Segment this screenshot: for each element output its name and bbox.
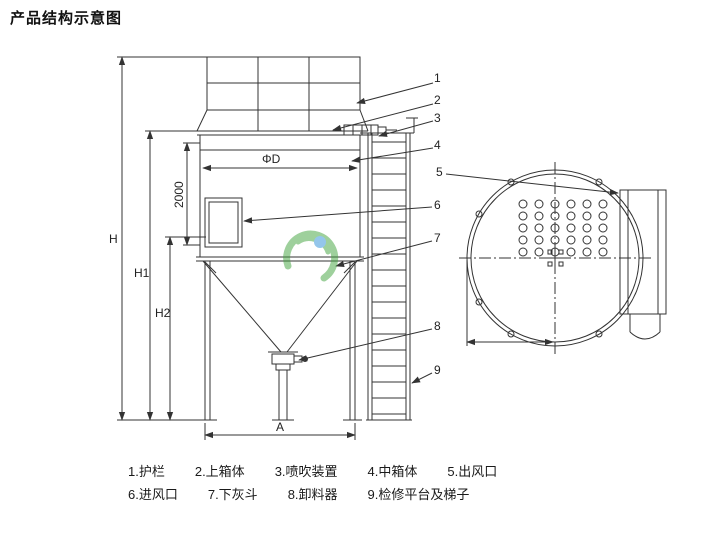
callout-8: 8 (434, 319, 441, 333)
dim-label-phiD: ΦD (262, 152, 281, 166)
center-lines (459, 162, 651, 354)
callout-2: 2 (434, 93, 441, 107)
dimension-H (117, 56, 209, 421)
callout-5: 5 (436, 165, 443, 179)
legend-item-7: 7.下灰斗 (207, 487, 258, 502)
legend-row-1: 1.护栏 2.上箱体 3.喷吹装置 4.中箱体 5.出风口 (128, 461, 497, 480)
dim-label-A: A (276, 420, 284, 434)
legend-row-2: 6.进风口 7.下灰斗 8.卸料器 9.检修平台及梯子 (128, 484, 469, 503)
callout-7: 7 (434, 231, 441, 245)
callout-9: 9 (434, 363, 441, 377)
outlet-duct (619, 189, 667, 340)
legend-item-1: 1.护栏 (128, 464, 165, 479)
discharge-valve (268, 351, 308, 420)
legend-item-8: 8.卸料器 (287, 487, 338, 502)
dimension-H1 (145, 130, 198, 421)
legend-item-3: 3.喷吹装置 (274, 464, 338, 479)
dim-label-H2: H2 (155, 306, 171, 320)
tube-bundle (518, 199, 608, 257)
dim-label-2000: 2000 (172, 181, 186, 208)
top-view-dimensions (466, 260, 554, 346)
legend-item-4: 4.中箱体 (367, 464, 418, 479)
callout-1: 1 (434, 71, 441, 85)
dimension-H2 (165, 236, 206, 421)
guardrail (196, 56, 369, 132)
support-legs (198, 261, 362, 421)
inlet-port (204, 197, 243, 248)
legend-item-9: 9.检修平台及梯子 (367, 487, 470, 502)
upper-box (197, 130, 368, 151)
dimension-2000 (183, 142, 200, 246)
rim-bolts (475, 178, 603, 338)
callout-3: 3 (434, 111, 441, 125)
legend-item-6: 6.进风口 (128, 487, 178, 502)
dim-label-H1: H1 (134, 266, 150, 280)
callout-6: 6 (434, 198, 441, 212)
schematic-drawing: H H1 H2 A ΦD 2000 1 2 3 4 5 6 7 8 9 (109, 56, 667, 440)
legend-item-2: 2.上箱体 (194, 464, 245, 479)
ladder (360, 117, 418, 421)
callout-leaders (243, 82, 619, 384)
front-view (117, 56, 619, 440)
hopper (202, 260, 358, 353)
dim-label-H: H (109, 232, 118, 246)
watermark-logo (283, 230, 339, 282)
legend-item-5: 5.出风口 (447, 464, 498, 479)
dimension-A (204, 423, 356, 440)
top-view (459, 162, 667, 354)
page-title: 产品结构示意图 (10, 10, 123, 27)
callout-4: 4 (434, 138, 441, 152)
